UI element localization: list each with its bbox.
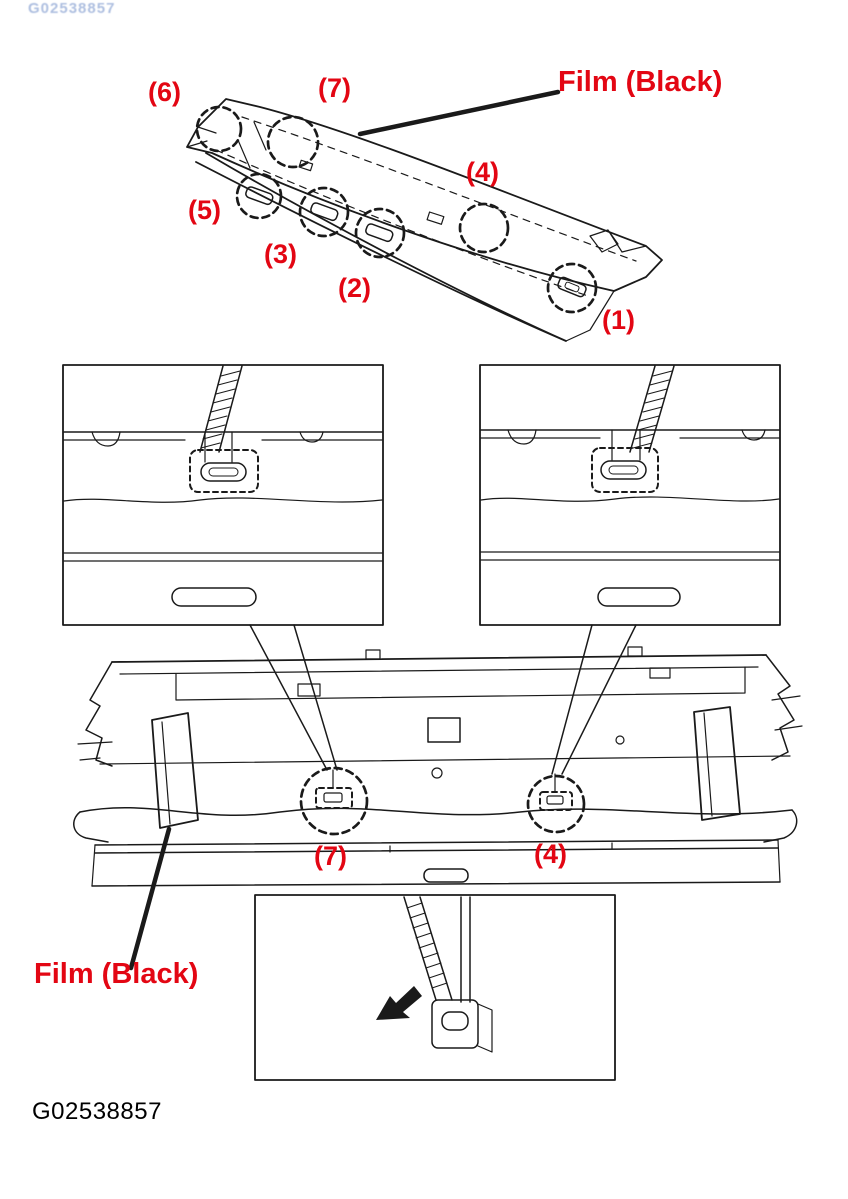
callout-label-3: (3): [264, 239, 297, 269]
red-leader-lines: [128, 89, 561, 971]
lower-assembly-drawing: [73, 646, 803, 887]
inset-border-left: [62, 364, 384, 626]
detail-inset-bottom: [254, 894, 616, 1081]
callout-label-5: (5): [188, 195, 221, 225]
callout-circle-5: [235, 172, 283, 220]
inset-border-bottom: [254, 894, 616, 1081]
watermark-text: G02538857: [28, 0, 116, 17]
callout-circle-7-bottom: [299, 766, 369, 836]
callout-circle-4-bottom: [526, 774, 586, 834]
film-leader-top: [357, 89, 561, 137]
clip-1: [557, 276, 587, 298]
detail-inset-right: [479, 364, 781, 626]
callout-label-7-bottom: (7): [314, 841, 347, 871]
film-black-label-top: Film (Black): [558, 66, 723, 98]
figure-id: G02538857: [32, 1098, 162, 1125]
detail-inset-left: [62, 364, 384, 626]
callout-circle-6: [195, 105, 243, 153]
film-black-label-bottom: Film (Black): [34, 958, 199, 990]
callout-circle-2: [354, 207, 406, 259]
inset-border-right: [479, 364, 781, 626]
clip-5: [245, 186, 274, 206]
clip-3: [310, 202, 339, 222]
removal-direction-arrow: [376, 986, 422, 1020]
clip-detail-dashed-left: [189, 449, 259, 493]
film-leader-bottom: [128, 826, 172, 971]
callout-circle-1: [546, 262, 598, 314]
callout-circle-7-top: [266, 115, 320, 169]
callout-label-4-bottom: (4): [534, 839, 567, 869]
callout-label-2: (2): [338, 273, 371, 303]
callout-circle-3: [298, 186, 350, 238]
callout-label-6: (6): [148, 77, 181, 107]
callout-circle-4-top: [458, 202, 510, 254]
clip-detail-dashed-right: [591, 447, 659, 493]
inset-pointer-lines: [249, 624, 637, 775]
clip-7-dashed: [315, 787, 353, 809]
callout-label-4-top: (4): [466, 157, 499, 187]
clip-4-dashed: [539, 791, 573, 811]
callout-label-7-top: (7): [318, 73, 351, 103]
top-panel-drawing: [186, 98, 663, 342]
callout-label-1: (1): [602, 305, 635, 335]
clip-2: [365, 223, 394, 243]
